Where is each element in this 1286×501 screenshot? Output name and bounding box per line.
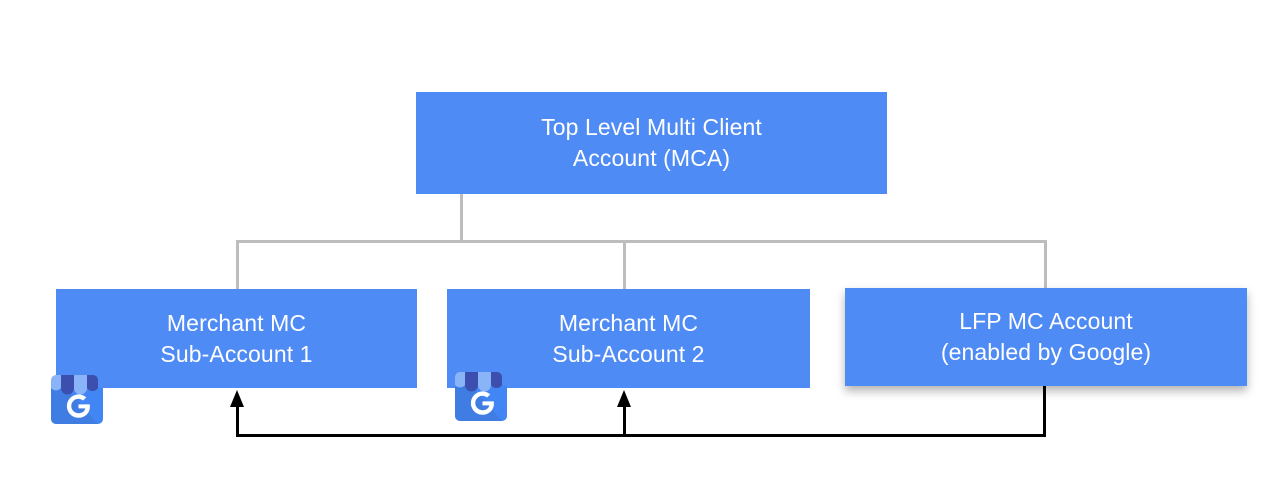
node-merchant-sub-account-1-line1: Merchant MC xyxy=(166,309,307,336)
node-lfp-mc-account[interactable]: LFP MC Account (enabled by Google) xyxy=(845,288,1247,386)
node-top-level-mca-line2: Account (MCA) xyxy=(572,145,731,171)
node-merchant-sub-account-2[interactable]: Merchant MC Sub-Account 2 xyxy=(447,289,810,388)
connector-horizontal-bus xyxy=(236,240,1047,243)
node-top-level-mca[interactable]: Top Level Multi Client Account (MCA) xyxy=(416,92,887,194)
node-merchant-sub-account-2-line1: Merchant MC xyxy=(558,309,699,336)
flow-line-to-sub-account-2 xyxy=(623,404,626,437)
connector-mca-trunk xyxy=(460,194,463,243)
connector-drop-sub-account-1 xyxy=(236,240,239,290)
flow-line-lfp-stem xyxy=(1043,386,1046,437)
node-merchant-sub-account-1[interactable]: Merchant MC Sub-Account 1 xyxy=(56,289,417,388)
node-top-level-mca-line1: Top Level Multi Client xyxy=(541,114,762,140)
arrowhead-icon-sub-account-2 xyxy=(617,390,631,407)
flow-line-bottom xyxy=(236,434,1046,437)
node-lfp-mc-account-line1: LFP MC Account xyxy=(959,308,1133,334)
node-merchant-sub-account-2-line2: Sub-Account 2 xyxy=(552,340,705,367)
arrowhead-icon-sub-account-1 xyxy=(230,390,244,407)
node-lfp-mc-account-line2: (enabled by Google) xyxy=(940,339,1152,365)
google-my-business-icon xyxy=(51,375,103,424)
connector-drop-sub-account-2 xyxy=(623,240,626,290)
connector-drop-lfp-account xyxy=(1044,240,1047,290)
flow-line-to-sub-account-1 xyxy=(236,404,239,437)
node-merchant-sub-account-1-line2: Sub-Account 1 xyxy=(160,340,313,367)
google-my-business-icon xyxy=(455,372,507,421)
